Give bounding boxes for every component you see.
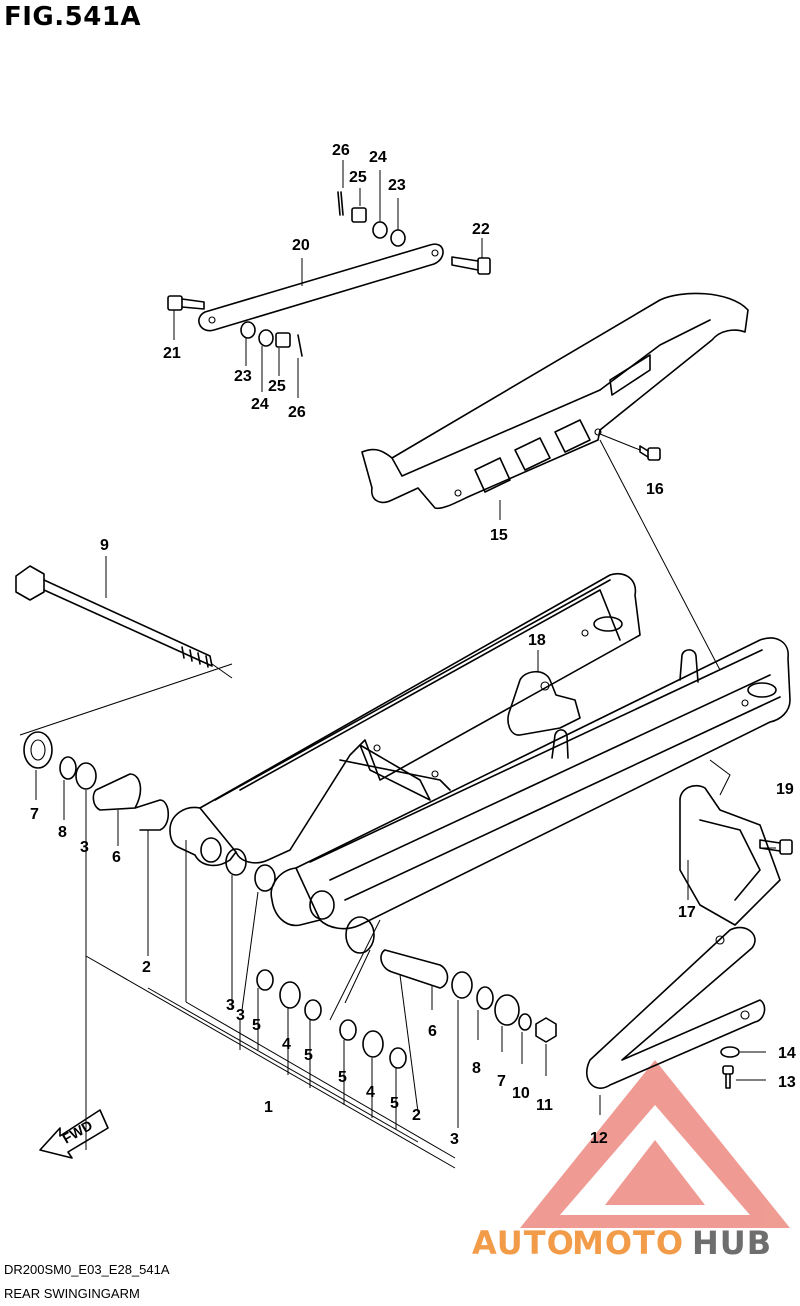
callout-4-a: 4 [282, 1036, 291, 1053]
callout-25-bottom: 25 [268, 378, 286, 395]
callout-20: 20 [292, 237, 310, 254]
callout-24-bottom: 24 [251, 396, 269, 413]
callout-26-bottom: 26 [288, 404, 306, 421]
watermark-hub: HUB [692, 1224, 772, 1262]
callout-4-b: 4 [366, 1084, 375, 1101]
callout-23-bottom: 23 [234, 368, 252, 385]
callout-11: 11 [536, 1097, 553, 1114]
watermark-auto: AUTO [472, 1224, 575, 1262]
callout-16: 16 [646, 481, 664, 498]
callout-5-d: 5 [390, 1095, 399, 1112]
watermark-moto: MOTO [572, 1224, 684, 1262]
bolt-21 [167, 295, 205, 311]
callout-17: 17 [678, 904, 696, 921]
callout-3-b: 3 [236, 1007, 245, 1024]
link-rod-20 [198, 243, 444, 332]
swingarm-1 [169, 573, 791, 930]
callout-14: 14 [778, 1045, 796, 1062]
chain-case-15 [361, 292, 749, 510]
callout-9: 9 [100, 537, 109, 554]
left-side-seal-set [23, 731, 170, 831]
callout-5-b: 5 [304, 1047, 313, 1064]
right-side-seal-set [380, 949, 557, 1043]
chain-buffer-12 [585, 926, 766, 1089]
callout-labels: 26 24 25 23 22 20 21 23 24 25 26 16 15 9… [30, 142, 796, 1148]
figure-name: REAR SWINGINGARM [4, 1286, 140, 1301]
screw-13 [722, 1065, 734, 1089]
callout-6-left: 6 [112, 849, 121, 866]
nut-washer-set-bottom [240, 321, 303, 357]
callout-5-c: 5 [338, 1069, 347, 1086]
washer-14 [720, 1046, 740, 1058]
shock-mount-18 [507, 670, 581, 736]
callout-26-top: 26 [332, 142, 350, 159]
watermark-logo [520, 1060, 790, 1228]
pivot-bearings-center [225, 848, 407, 1069]
callout-3-right: 3 [450, 1131, 459, 1148]
callout-10: 10 [512, 1085, 530, 1102]
callout-3-left: 3 [80, 839, 89, 856]
callout-23-top: 23 [388, 177, 406, 194]
callout-6-right: 6 [428, 1023, 437, 1040]
callout-2-right: 2 [412, 1107, 421, 1124]
callout-1: 1 [264, 1099, 273, 1116]
pivot-shaft-9 [15, 565, 213, 668]
chain-guide-17 [679, 784, 781, 926]
callout-8-right: 8 [472, 1060, 481, 1077]
callout-5-a: 5 [252, 1017, 261, 1034]
fwd-label: FWD [60, 1117, 96, 1147]
callout-7-right: 7 [497, 1073, 506, 1090]
callout-13: 13 [778, 1074, 796, 1091]
watermark-text: AUTO MOTO HUB [472, 1224, 772, 1262]
leader-lines [19, 160, 776, 1169]
callout-7-left: 7 [30, 806, 39, 823]
bolt-16 [639, 445, 661, 461]
callout-15: 15 [490, 527, 508, 544]
callout-12: 12 [590, 1130, 608, 1147]
figure-code: DR200SM0_E03_E28_541A [4, 1262, 170, 1277]
callout-25-top: 25 [349, 169, 367, 186]
callout-24-top: 24 [369, 149, 387, 166]
callout-3-a: 3 [226, 997, 235, 1014]
callout-19: 19 [776, 781, 794, 798]
callout-21: 21 [163, 345, 181, 362]
fwd-direction-arrow: FWD [39, 1109, 109, 1159]
callout-22: 22 [472, 221, 490, 238]
bolt-22 [451, 256, 491, 275]
bolt-19 [759, 839, 793, 855]
callout-8-left: 8 [58, 824, 67, 841]
figure-title: FIG.541A [4, 2, 142, 32]
callout-2-left: 2 [142, 959, 151, 976]
nut-washer-set-top [337, 191, 406, 247]
callout-18: 18 [528, 632, 546, 649]
